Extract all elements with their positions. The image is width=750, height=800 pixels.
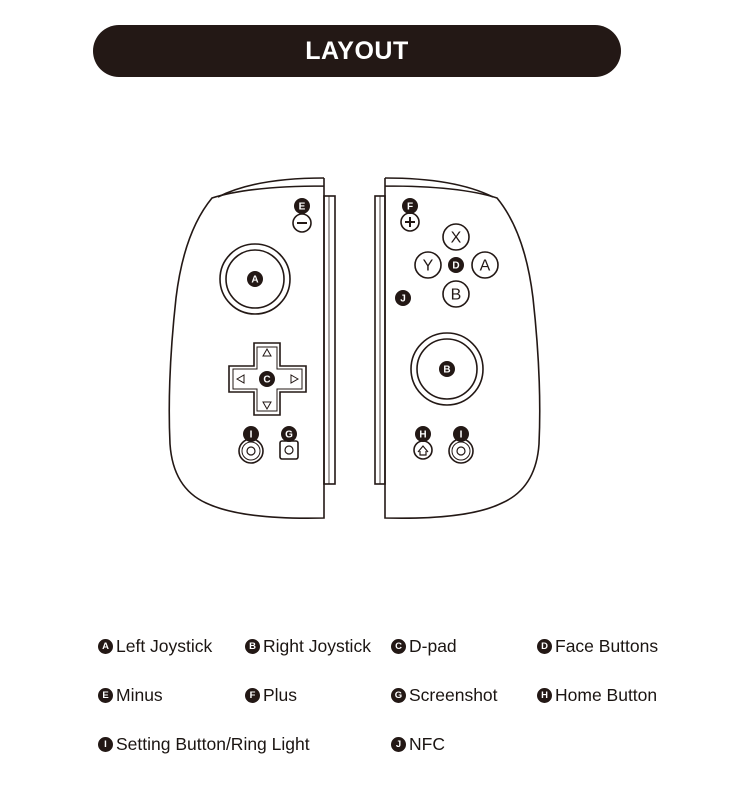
face-button-x	[442, 223, 470, 251]
marker-b: B	[443, 365, 450, 376]
face-button-y	[414, 251, 442, 279]
arrow-down-icon	[262, 401, 272, 411]
legend-marker: B	[245, 639, 260, 654]
legend-item-nfc: J NFC	[391, 734, 445, 755]
legend-item-plus: F Plus	[245, 685, 297, 706]
legend-label: Setting Button/Ring Light	[116, 734, 310, 754]
marker-h: H	[419, 430, 426, 441]
legend-marker: J	[391, 737, 406, 752]
right-controller	[374, 177, 541, 520]
legend-marker: C	[391, 639, 406, 654]
face-label-x: X	[451, 230, 462, 247]
home-icon	[417, 445, 429, 456]
gear-icon	[456, 446, 466, 456]
page-title: LAYOUT	[305, 36, 409, 65]
legend-marker: E	[98, 688, 113, 703]
screenshot-icon	[284, 445, 294, 455]
screenshot-button	[279, 440, 299, 460]
setting-button-left	[238, 438, 264, 464]
home-button	[413, 440, 433, 460]
legend-label: Right Joystick	[263, 636, 371, 656]
marker-e: E	[299, 202, 306, 213]
arrow-up-icon	[262, 347, 272, 357]
left-controller	[168, 177, 336, 520]
legend-item-left-joystick: A Left Joystick	[98, 636, 212, 657]
marker-a: A	[251, 275, 258, 286]
legend-label: Screenshot	[409, 685, 498, 705]
marker-f: F	[407, 202, 413, 213]
marker-i-right: I	[460, 430, 463, 441]
marker-d: D	[452, 261, 459, 272]
legend-marker: G	[391, 688, 406, 703]
right-controller-body	[384, 178, 541, 520]
legend-marker: A	[98, 639, 113, 654]
legend-label: Minus	[116, 685, 163, 705]
marker-g: G	[285, 430, 293, 441]
legend-item-setting-button: I Setting Button/Ring Light	[98, 734, 310, 755]
title-banner: LAYOUT	[93, 25, 621, 77]
arrow-right-icon	[290, 374, 300, 384]
callout-markers: A B C D E F G H I I J	[243, 198, 469, 442]
legend-label: Plus	[263, 685, 298, 705]
face-label-y: Y	[423, 258, 434, 275]
marker-c: C	[263, 375, 270, 386]
legend-marker: H	[537, 688, 552, 703]
legend-label: D-pad	[409, 636, 457, 656]
left-controller-body	[168, 178, 325, 520]
legend-marker: F	[245, 688, 260, 703]
legend-item-dpad: C D-pad	[391, 636, 457, 657]
legend-label: Home Button	[555, 685, 658, 705]
legend-label: NFC	[409, 734, 445, 754]
arrow-left-icon	[235, 374, 245, 384]
dpad	[228, 342, 307, 416]
legend-item-home-button: H Home Button	[537, 685, 657, 706]
left-rail	[323, 195, 336, 485]
gear-icon	[246, 446, 256, 456]
right-joystick	[410, 332, 484, 406]
face-label-a: A	[480, 258, 491, 275]
legend-label: Left Joystick	[116, 636, 213, 656]
legend-item-minus: E Minus	[98, 685, 163, 706]
marker-j: J	[400, 294, 406, 305]
marker-i-left: I	[250, 430, 253, 441]
face-button-b	[442, 280, 470, 308]
legend-marker: D	[537, 639, 552, 654]
face-button-a	[471, 251, 499, 279]
legend-item-right-joystick: B Right Joystick	[245, 636, 371, 657]
legend-label: Face Buttons	[555, 636, 659, 656]
legend-item-screenshot: G Screenshot	[391, 685, 498, 706]
legend-item-face-buttons: D Face Buttons	[537, 636, 658, 657]
setting-button-right	[448, 438, 474, 464]
left-joystick	[219, 243, 291, 315]
legend-marker: I	[98, 737, 113, 752]
face-label-b: B	[451, 287, 462, 304]
